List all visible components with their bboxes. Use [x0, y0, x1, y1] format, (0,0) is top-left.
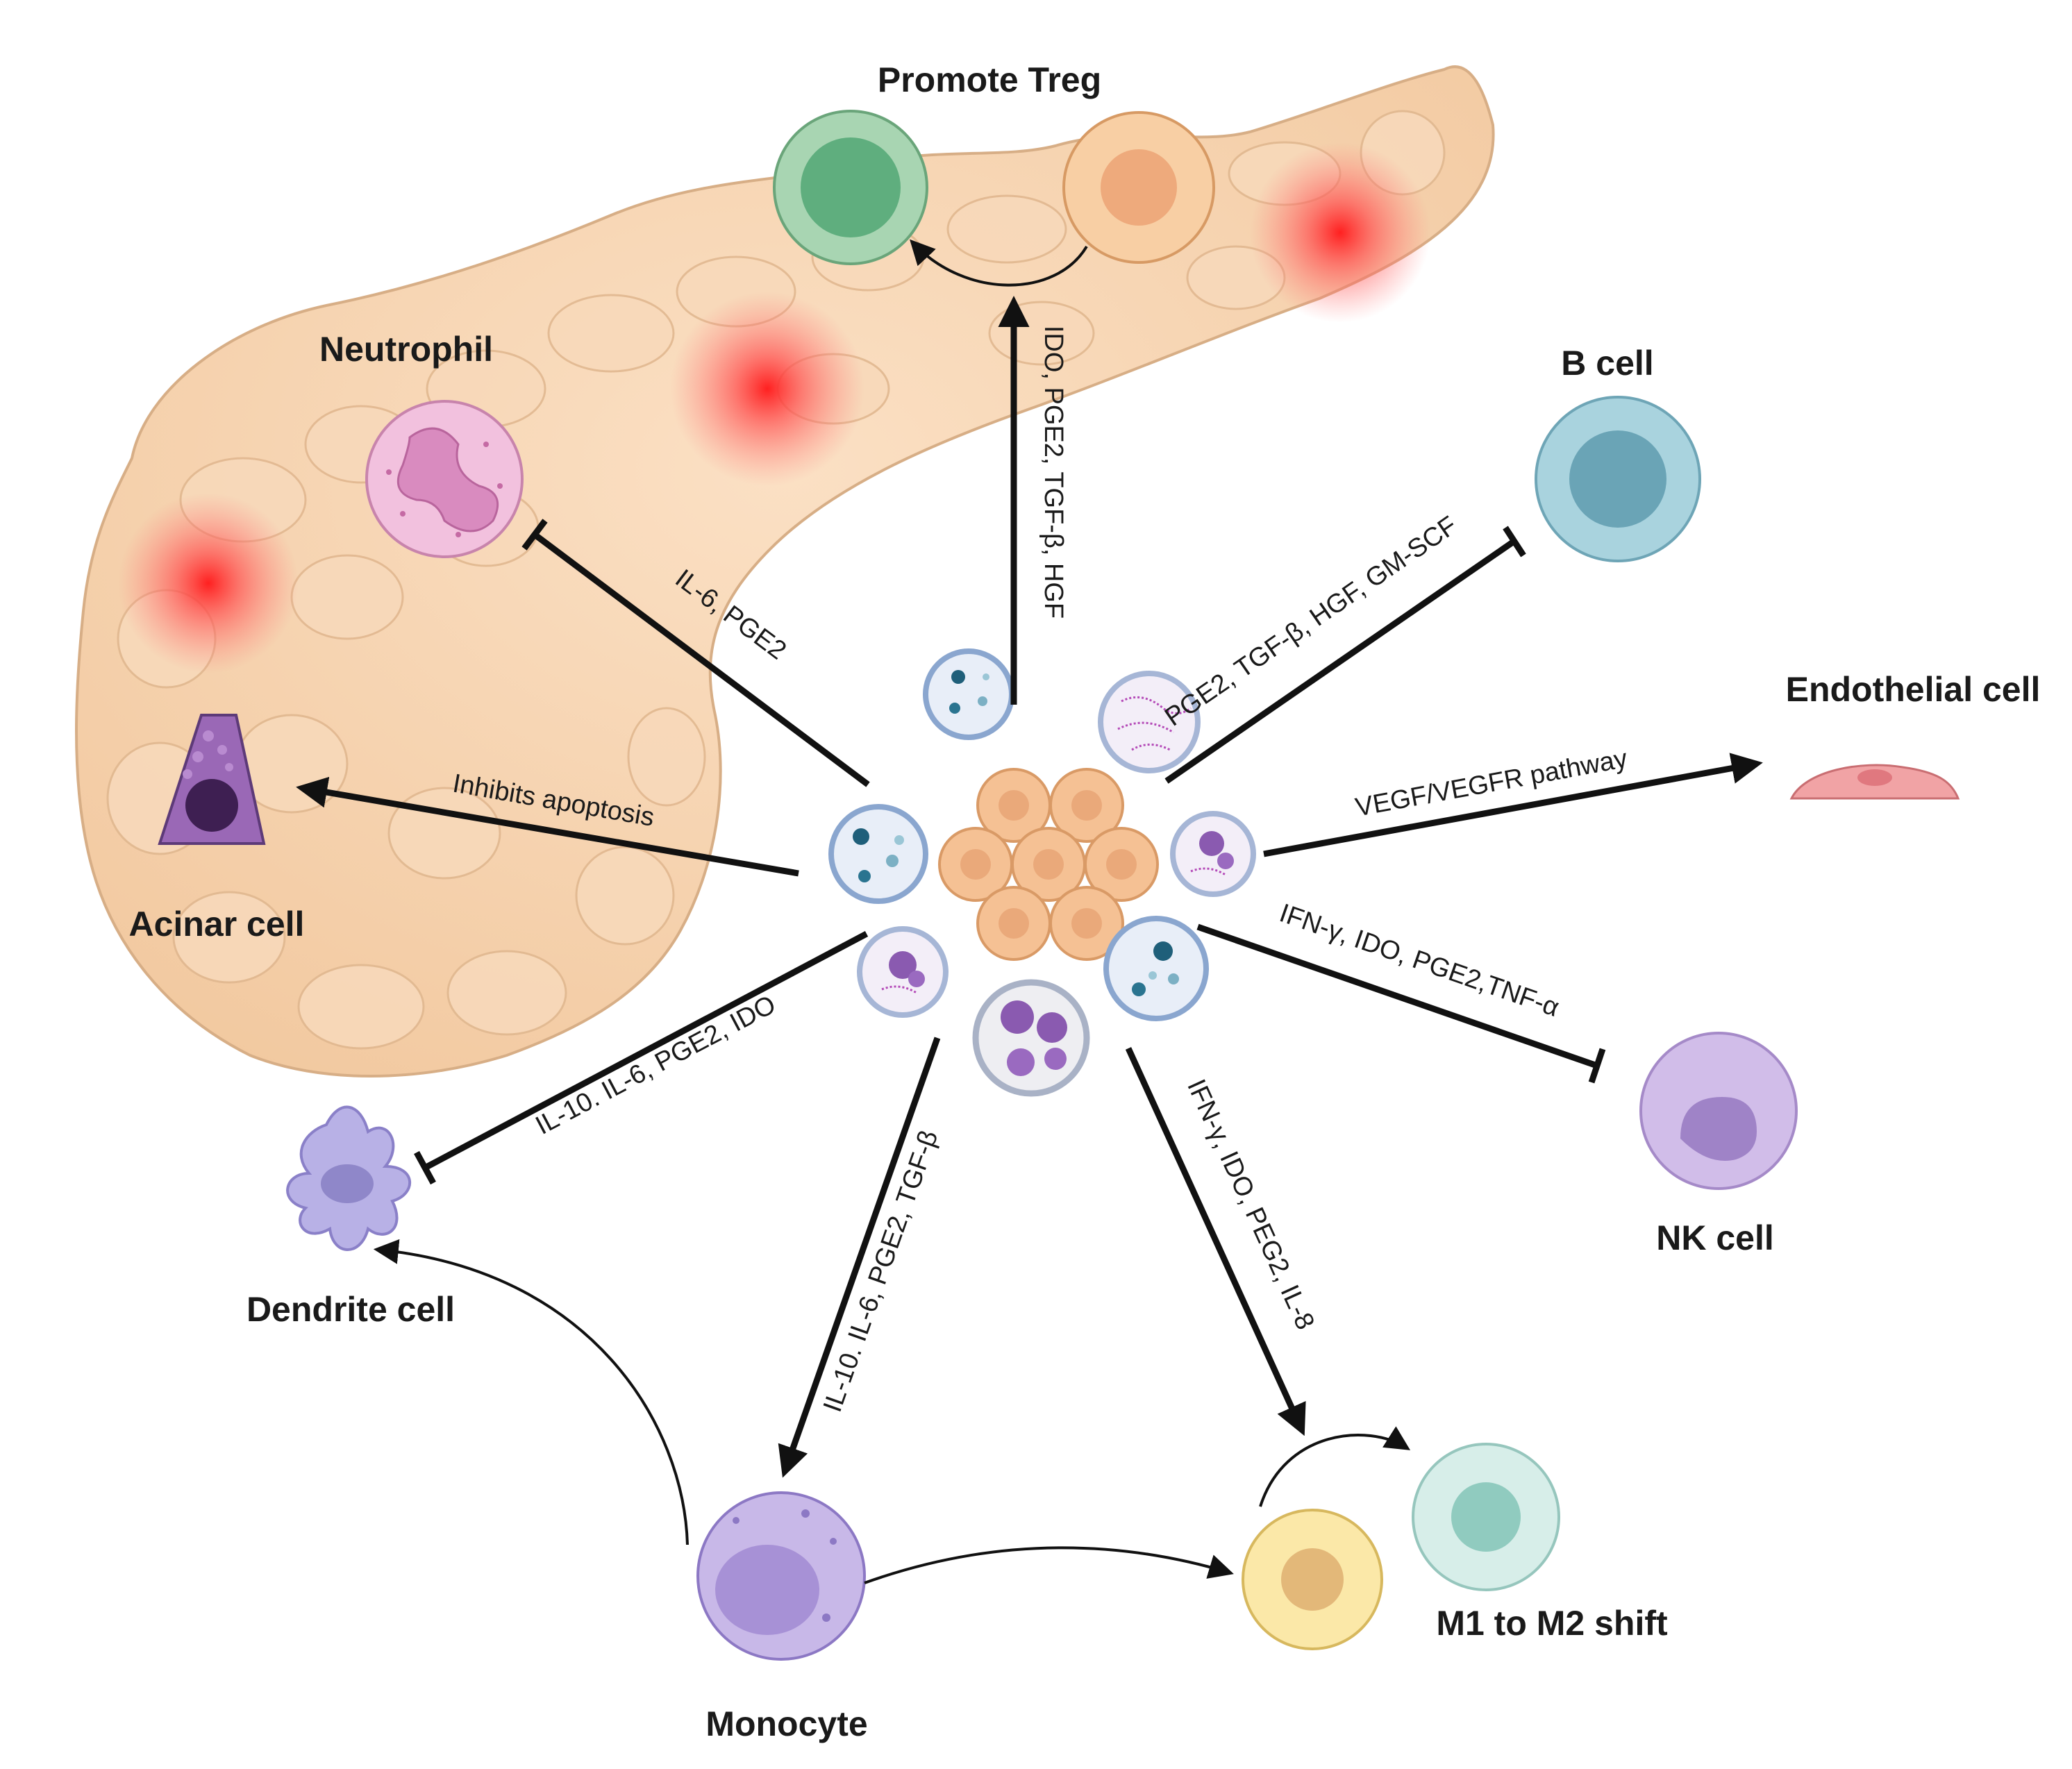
inflammation-spot — [118, 493, 299, 673]
inhibit-bar-neutrophil — [521, 519, 548, 551]
label-acinar: Acinar cell — [129, 905, 305, 944]
label-endothelial: Endothelial cell — [1786, 670, 2041, 709]
neutrophil-cell — [365, 400, 524, 558]
label-treg: Promote Treg — [878, 60, 1101, 99]
arrow-acinar — [296, 776, 799, 877]
inhibit-nk — [1196, 923, 1598, 1069]
extracellular-vesicles — [828, 648, 1256, 1097]
m2-macrophage — [1412, 1443, 1560, 1591]
treg-cell — [773, 110, 928, 265]
vesicle — [1098, 671, 1201, 773]
inflammation-spot — [670, 292, 864, 486]
arrow-monocyte — [778, 1037, 941, 1478]
vesicle — [857, 926, 949, 1018]
label-nk: NK cell — [1656, 1218, 1774, 1257]
factors-monocyte: IL-10. IL-6, PGE2, TGF-β — [818, 1127, 944, 1416]
inhibit-b-cell — [1164, 539, 1516, 784]
m1-macrophage — [1242, 1509, 1383, 1650]
msc-cluster — [938, 768, 1159, 961]
label-m1-m2-shift: M1 to M2 shift — [1436, 1604, 1668, 1643]
vesicle — [1170, 811, 1256, 897]
inflammation-spot — [1250, 142, 1430, 323]
label-neutrophil: Neutrophil — [319, 330, 493, 369]
monocyte-to-dendritic-arrow — [373, 1239, 689, 1545]
monocyte-cell — [696, 1491, 866, 1661]
treg-conversion-arrow — [910, 239, 1088, 287]
inhibit-bar-dendritic — [414, 1150, 436, 1185]
factors-treg: IDO, PGE2, TGF-β, HGF — [1039, 326, 1068, 619]
b-cell — [1535, 396, 1701, 562]
vesicle — [828, 804, 928, 904]
label-monocyte: Monocyte — [705, 1704, 867, 1743]
acinar-cell — [158, 714, 266, 845]
nk-cell — [1639, 1032, 1798, 1190]
arrow-macrophage — [1125, 1047, 1306, 1436]
endothelial-cell — [1789, 764, 1960, 800]
inhibit-bar-b-cell — [1503, 526, 1526, 557]
t-cell — [1062, 111, 1215, 264]
m1-to-m2-arrow — [1259, 1426, 1411, 1507]
pancreas-tissue — [75, 65, 1495, 1078]
vesicle — [972, 979, 1090, 1097]
inhibit-bar-nk — [1588, 1048, 1606, 1084]
label-dendrite: Dendrite cell — [247, 1290, 455, 1329]
arrow-endothelial — [1263, 753, 1763, 857]
vesicle — [1103, 916, 1209, 1021]
inhibit-neutrophil — [533, 532, 870, 787]
monocyte-to-macrophage-arrow — [864, 1546, 1234, 1584]
label-b-cell: B cell — [1561, 344, 1653, 383]
inhibit-dendritic — [423, 931, 869, 1171]
dendritic-cell — [286, 1105, 411, 1251]
factors-b-cell: PGE2, TGF-β, HGF, GM-SCF — [1160, 511, 1462, 732]
vesicle — [923, 648, 1014, 740]
